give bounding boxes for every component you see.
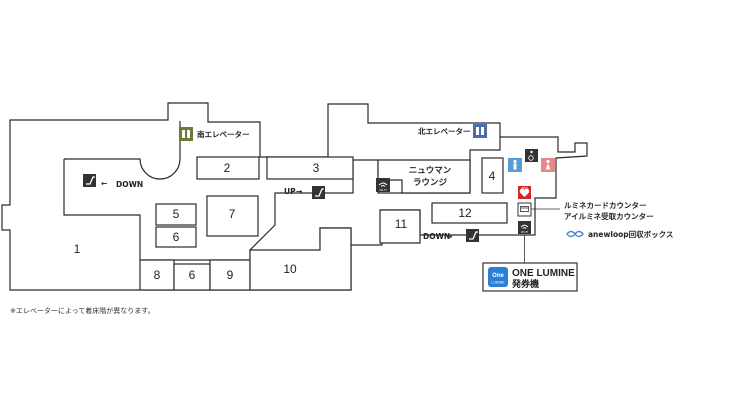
escalator-down-left-label: DOWN	[116, 180, 143, 189]
escalator-up-icon	[312, 186, 325, 199]
escalator-down-right-label: DOWN	[423, 232, 450, 241]
room-9-number: 9	[227, 268, 234, 282]
elevator-footnote: ※エレベーターによって着床階が異なります。	[10, 307, 155, 315]
svg-text:AED: AED	[521, 186, 528, 190]
newoman-lounge-label-1: ニュウマン	[409, 166, 452, 176]
room-4-number: 4	[489, 169, 496, 183]
one-lumine-title: ONE LUMINE	[512, 268, 575, 279]
room-6a-number: 6	[173, 230, 180, 244]
room-7-number: 7	[229, 207, 236, 221]
anewloop-label: anewloop回収ボックス	[588, 229, 673, 239]
room-6a[interactable]	[155, 226, 197, 248]
room-6b-number: 6	[189, 268, 196, 282]
room-11[interactable]	[379, 209, 421, 244]
lumine-card-label-2: アイルミネ受取カウンター	[564, 211, 654, 221]
one-lumine-logo: One LUMINE	[488, 267, 508, 287]
room-5-number: 5	[173, 207, 180, 221]
escalator-down-right-icon	[466, 229, 479, 242]
escalator-up-arrow: →	[296, 187, 302, 196]
escalator-up-label: UP	[284, 187, 296, 196]
room-3[interactable]	[266, 156, 354, 180]
room-2[interactable]	[196, 156, 260, 180]
wifi-icon: Wi-Fi	[518, 221, 531, 234]
wifi-icon: Wi-Fi	[376, 178, 390, 192]
escalator-down-right-arrow: →	[446, 232, 452, 241]
svg-text:Wi-Fi: Wi-Fi	[379, 188, 386, 192]
room-4[interactable]	[481, 157, 504, 194]
room-12[interactable]	[431, 202, 508, 224]
one-lumine-box[interactable]: One LUMINE ONE LUMINE 発券機	[482, 262, 578, 292]
lumine-card-label-1: ルミネカードカウンター	[564, 200, 647, 210]
wheelchair-icon	[525, 149, 538, 162]
room-5[interactable]	[155, 203, 197, 226]
room-1-number: 1	[74, 242, 81, 256]
toilet-men-icon	[508, 158, 522, 172]
svg-text:LUMINE: LUMINE	[491, 281, 505, 285]
newoman-lounge-label-2: ラウンジ	[413, 178, 448, 188]
svg-text:Wi-Fi: Wi-Fi	[521, 230, 528, 234]
room-8-number: 8	[154, 268, 161, 282]
south-elevator-icon	[179, 127, 193, 141]
room-10-number: 10	[283, 262, 297, 276]
north-elevator-label: 北エレベーター	[418, 126, 471, 136]
svg-text:One: One	[492, 273, 504, 279]
anewloop-icon	[566, 230, 584, 238]
aed-icon: AED	[518, 186, 531, 199]
room-7[interactable]	[206, 195, 259, 237]
escalator-down-left-arrow: ←	[101, 179, 107, 188]
room-2-number: 2	[224, 161, 231, 175]
room-11-number: 11	[395, 217, 408, 231]
room-12-number: 12	[458, 206, 472, 220]
toilet-women-icon	[541, 158, 555, 172]
room-10[interactable]	[249, 227, 352, 291]
escalator-down-left-icon	[83, 174, 96, 187]
inner-wall	[64, 121, 181, 180]
card-counter-icon	[517, 202, 532, 217]
north-elevator-icon	[473, 124, 487, 138]
one-lumine-subtitle: 発券機	[511, 278, 539, 290]
room-3-number: 3	[313, 161, 320, 175]
south-elevator-label: 南エレベーター	[197, 129, 250, 139]
